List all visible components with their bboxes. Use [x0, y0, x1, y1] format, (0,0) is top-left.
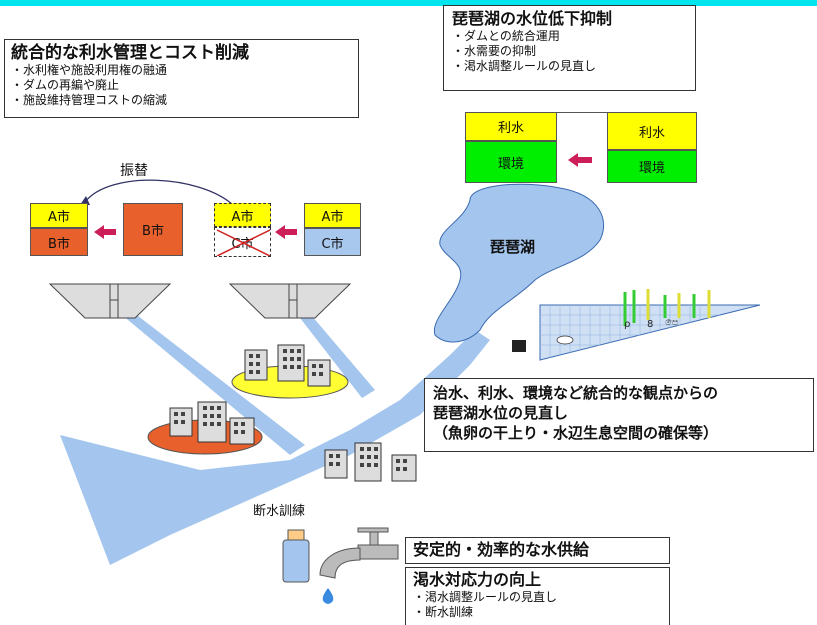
arrow-c-to-dashed — [275, 225, 297, 239]
lake-level-box: 琵琶湖の水位低下抑制 ・ダムとの統合運用 ・水需要の抑制 ・渇水調整ルールの見直… — [443, 5, 696, 91]
svg-text:පෙ: පෙ — [665, 317, 679, 328]
arrow-env — [568, 153, 592, 167]
env-right-lower: 環境 — [607, 150, 697, 183]
top-accent-bar — [0, 0, 817, 6]
integrated-management-box: 統合的な利水管理とコスト削減 ・水利権や施設利用権の融通 ・ダムの再編や廃止 ・… — [4, 39, 359, 118]
water-right-upper: 利水 — [607, 112, 697, 150]
city-a-dashed: A市 — [214, 203, 271, 227]
river-branch-middle — [290, 302, 375, 398]
lake-level-item-1: ・ダムとの統合運用 — [452, 29, 560, 43]
gate-icon — [512, 340, 526, 352]
integrated-item-2: ・ダムの再編や廃止 — [11, 78, 120, 92]
integrated-item-3: ・施設維持管理コストの縮減 — [11, 93, 168, 107]
dam-right — [228, 283, 352, 319]
lake-level-review-box: 治水、利水、環境など統合的な観点からの 琵琶湖水位の見直し （魚卵の干上り・水辺… — [424, 378, 814, 452]
integrated-management-title: 統合的な利水管理とコスト削減 — [11, 43, 249, 63]
stable-supply-box: 安定的・効率的な水供給 — [405, 537, 670, 564]
drought-item-1: ・渇水調整ルールの見直し — [413, 590, 558, 604]
lake-level-item-3: ・渇水調整ルールの見直し — [452, 59, 597, 73]
drought-response-box: 渇水対応力の向上 ・渇水調整ルールの見直し ・断水訓練 — [405, 567, 670, 625]
drought-response-title: 渇水対応力の向上 — [413, 570, 542, 589]
svg-text:8: 8 — [647, 319, 653, 330]
fish-icon — [556, 335, 574, 345]
water-drop-icon — [322, 588, 334, 604]
review-line-3: （魚卵の干上り・水辺生息空間の確保等） — [433, 424, 719, 442]
water-left-upper: 利水 — [465, 112, 557, 141]
city-c-right: C市 — [304, 228, 361, 256]
transfer-label: 振替 — [120, 163, 148, 179]
lake-level-item-2: ・水需要の抑制 — [452, 44, 537, 58]
svg-text:ρ: ρ — [624, 319, 630, 330]
city-a-left: A市 — [30, 203, 88, 228]
stable-supply-title: 安定的・効率的な水供給 — [413, 540, 590, 559]
cross-out-icon — [216, 229, 270, 256]
lake-biwa — [433, 183, 605, 343]
river-branch-left — [110, 302, 305, 455]
city-b-middle: B市 — [123, 203, 183, 256]
env-left-lower: 環境 — [465, 141, 557, 183]
review-line-1: 治水、利水、環境など統合的な観点からの — [433, 384, 719, 402]
arrow-b-to-a — [94, 225, 116, 239]
review-line-2: 琵琶湖水位の見直し — [433, 404, 569, 422]
water-bottle-icon — [282, 529, 310, 583]
river-main — [60, 330, 490, 565]
city-c-dashed: C市 — [214, 227, 271, 257]
city-a-right: A市 — [304, 203, 361, 228]
lake-label: 琵琶湖 — [490, 238, 536, 256]
reeds-icon — [623, 289, 711, 326]
faucet-icon — [319, 527, 399, 579]
drought-item-2: ・断水訓練 — [413, 605, 474, 619]
lake-level-title: 琵琶湖の水位低下抑制 — [452, 9, 613, 28]
integrated-item-1: ・水利権や施設利用権の融通 — [11, 63, 168, 77]
city-b-left: B市 — [30, 228, 88, 256]
separator-line — [557, 112, 607, 113]
transfer-arrow — [84, 179, 234, 206]
drill-label: 断水訓練 — [253, 504, 306, 519]
